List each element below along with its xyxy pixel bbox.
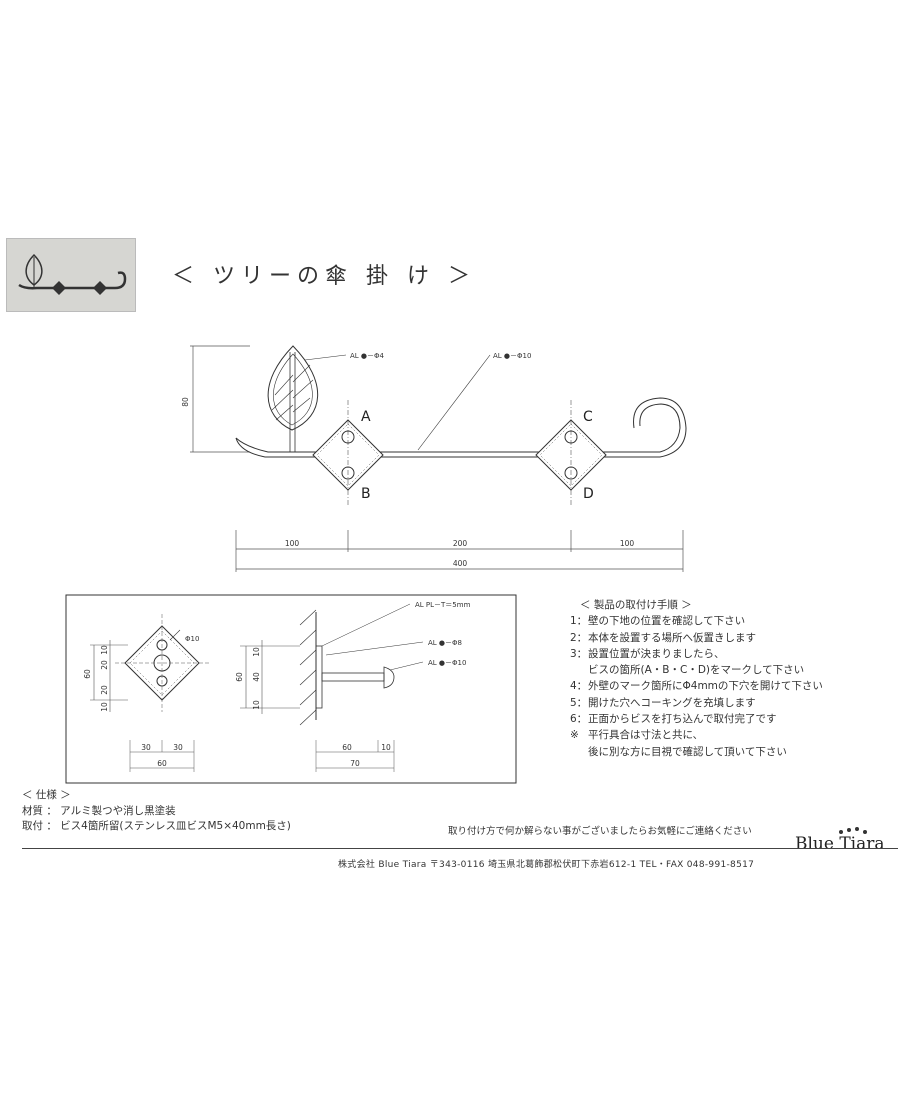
step-row: 後に別な方に目視で確認して頂いて下さい (570, 744, 905, 760)
step-row: 3：設置位置が決まりましたら、 (570, 646, 905, 662)
point-c: C (583, 409, 593, 425)
step-num: 6： (570, 713, 588, 726)
steps-heading: ＜ 製品の取付け手順 ＞ (580, 599, 692, 611)
contact-note: 取り付け方で何か解らない事がございましたらお気軽にご連絡ください (448, 826, 752, 837)
front-total-h: 60 (157, 759, 167, 768)
front-v-3: 20 (100, 685, 109, 695)
point-a: A (361, 409, 371, 425)
side-total-v: 60 (235, 672, 244, 682)
step-row: 1：壁の下地の位置を確認して下さい (570, 613, 905, 629)
front-h-1: 30 (141, 743, 151, 752)
page-title: ＜ ツリーの傘 掛 け ＞ (172, 264, 476, 289)
front-v-1: 10 (100, 645, 109, 655)
side-callout-bar: AL ●－Φ10 (428, 659, 466, 667)
bar-callout: AL ●－Φ10 (493, 352, 531, 360)
step-text: 設置位置が決まりましたら、 (588, 647, 725, 660)
side-total-h: 70 (350, 759, 360, 768)
step-text: 外壁のマーク箇所にΦ4mmの下穴を開けて下さい (588, 680, 823, 693)
step-num: 4： (570, 680, 588, 693)
dim-total: 400 (453, 559, 468, 568)
front-h-2: 30 (173, 743, 183, 752)
dim-left: 100 (285, 539, 300, 548)
step-text: 正面からビスを打ち込んで取付完了です (588, 713, 777, 726)
front-v-2: 20 (100, 660, 109, 670)
side-v-3: 10 (252, 700, 261, 710)
tiara-icon (839, 827, 867, 834)
step-num (570, 744, 588, 760)
side-callout-stem: AL ●－Φ8 (428, 639, 462, 647)
front-v-4: 10 (100, 702, 109, 712)
installation-steps: ＜ 製品の取付け手順 ＞ 1：壁の下地の位置を確認して下さい 2：本体を設置する… (570, 597, 905, 760)
product-photo-drawing (7, 239, 135, 311)
side-v-1: 10 (252, 647, 261, 657)
step-num: 5： (570, 696, 588, 709)
footer-divider (22, 848, 898, 849)
step-num: 2： (570, 631, 588, 644)
spec-mounting: 取付 ： ビス4箇所留(ステンレス皿ビスM5×40mm長さ) (22, 820, 291, 832)
step-num: ※ (570, 729, 579, 742)
point-d: D (583, 486, 594, 502)
step-row: ビスの箇所(A・B・C・D)をマークして下さい (570, 662, 905, 678)
step-num (570, 662, 588, 678)
step-text: ビスの箇所(A・B・C・D)をマークして下さい (588, 664, 805, 677)
specification: ＜ 仕様 ＞ 材質 ： アルミ製つや消し黒塗装 取付 ： ビス4箇所留(ステンレ… (22, 788, 291, 835)
dim-middle: 200 (453, 539, 468, 548)
step-num: 3： (570, 647, 588, 660)
side-v-2: 40 (252, 672, 261, 682)
step-text: 開けた穴へコーキングを充填します (588, 696, 756, 709)
step-row: 4：外壁のマーク箇所にΦ4mmの下穴を開けて下さい (570, 678, 905, 694)
step-text: 平行具合は寸法と共に、 (588, 729, 704, 742)
brand-logo: Blue Tiara (795, 827, 885, 854)
side-callout-plate: AL PL－T＝5mm (415, 601, 471, 609)
point-b: B (361, 486, 371, 502)
height-dim-label: 80 (181, 397, 190, 407)
step-text: 壁の下地の位置を確認して下さい (588, 615, 746, 628)
step-text: 本体を設置する場所へ仮置きします (588, 631, 756, 644)
company-footer: 株式会社 Blue Tiara 〒343-0116 埼玉県北葛飾郡松伏町下赤岩6… (338, 860, 755, 870)
step-row: 2：本体を設置する場所へ仮置きします (570, 630, 905, 646)
side-h-1: 60 (342, 743, 352, 752)
step-row: ※ 平行具合は寸法と共に、 (570, 727, 905, 743)
detail-frame (65, 594, 517, 784)
front-dia: Φ10 (185, 635, 199, 643)
spec-material: 材質 ： アルミ製つや消し黒塗装 (22, 804, 176, 817)
product-photo (6, 238, 136, 312)
step-row: 6：正面からビスを打ち込んで取付完了です (570, 711, 905, 727)
front-total-v: 60 (83, 669, 92, 679)
side-h-2: 10 (381, 743, 391, 752)
spec-heading: ＜ 仕様 ＞ (22, 789, 71, 801)
leaf-callout: AL ●－Φ4 (350, 352, 385, 360)
dim-right: 100 (620, 539, 635, 548)
step-num: 1： (570, 615, 588, 628)
step-text: 後に別な方に目視で確認して頂いて下さい (588, 745, 787, 758)
step-row: 5：開けた穴へコーキングを充填します (570, 695, 905, 711)
brand-name: Blue Tiara (795, 834, 885, 854)
